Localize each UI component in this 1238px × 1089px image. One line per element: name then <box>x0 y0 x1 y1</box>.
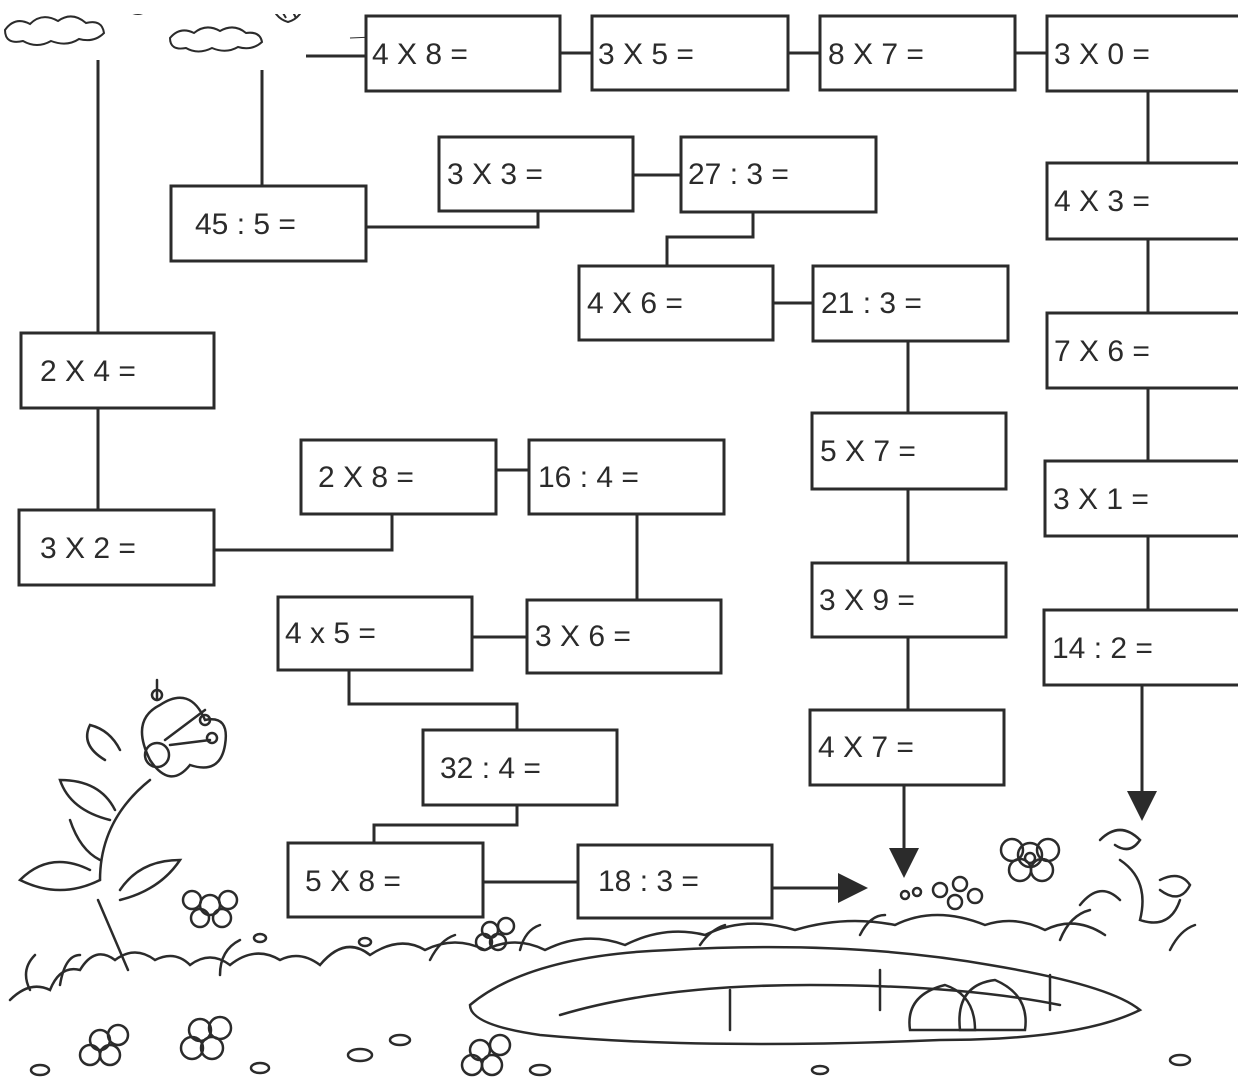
problem-text: 14 : 2 = <box>1052 632 1153 665</box>
problem-text: 2 X 8 = <box>318 461 414 494</box>
flower-right-icon <box>901 830 1190 923</box>
pond-ripple <box>560 985 1060 1015</box>
problem-text: 4 X 8 = <box>372 38 468 71</box>
problem-text: 5 X 8 = <box>305 865 401 898</box>
problem-text: 21 : 3 = <box>821 287 922 320</box>
problem-text: 18 : 3 = <box>598 865 699 898</box>
pond <box>470 947 1140 1044</box>
problem-text: 3 X 5 = <box>598 38 694 71</box>
problem-text: 2 X 4 = <box>40 355 136 388</box>
pond-reeds <box>730 970 1050 1030</box>
problem-text: 5 X 7 = <box>820 435 916 468</box>
problem-text: 3 X 2 = <box>40 532 136 565</box>
flower-left-icon <box>20 680 237 970</box>
problem-text: 8 X 7 = <box>828 38 924 71</box>
problem-text: 4 X 6 = <box>587 287 683 320</box>
problem-text: 4 X 3 = <box>1054 185 1150 218</box>
problem-text: 16 : 4 = <box>538 461 639 494</box>
white-strip <box>0 0 395 14</box>
problem-text: 3 X 9 = <box>819 584 915 617</box>
problem-text: 27 : 3 = <box>688 158 789 191</box>
problem-text: 7 X 6 = <box>1054 335 1150 368</box>
problem-text: 3 X 6 = <box>535 620 631 653</box>
problem-text: 4 x 5 = <box>285 617 376 650</box>
problem-text: 3 X 3 = <box>447 158 543 191</box>
problem-text: 3 X 1 = <box>1053 483 1149 516</box>
problem-text: 4 X 7 = <box>818 731 914 764</box>
problem-text: 32 : 4 = <box>440 752 541 785</box>
problem-text: 45 : 5 = <box>195 208 296 241</box>
problem-text: 3 X 0 = <box>1054 38 1150 71</box>
